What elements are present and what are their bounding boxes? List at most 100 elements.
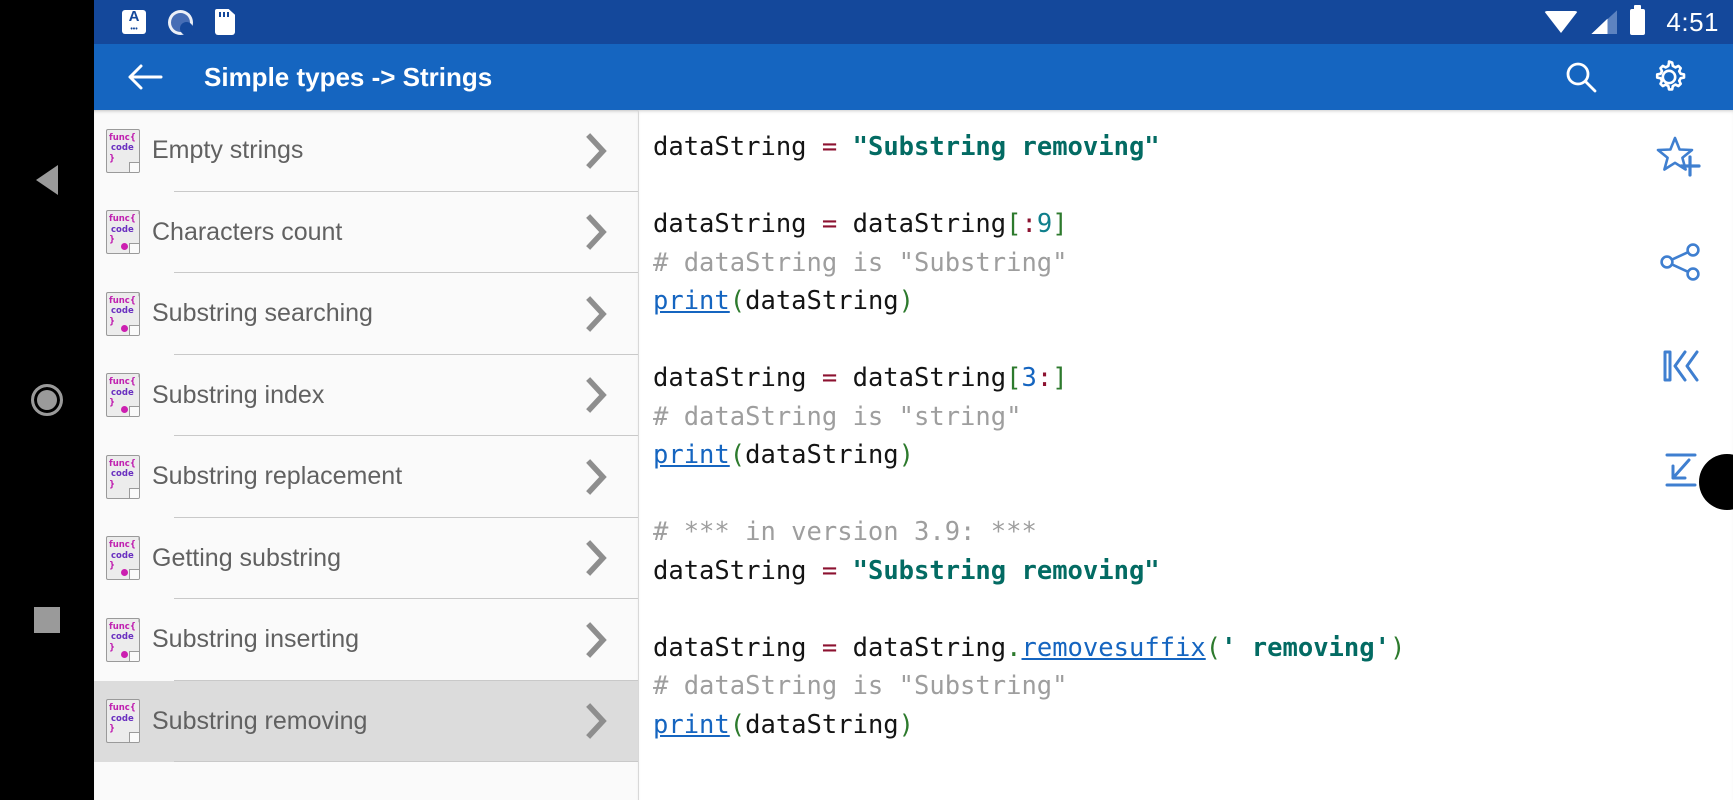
wifi-icon bbox=[1544, 11, 1579, 33]
code-token: : bbox=[1021, 209, 1037, 239]
list-item[interactable]: func{code} Substring inserting bbox=[94, 599, 638, 681]
chevron-right-icon bbox=[584, 701, 610, 741]
list-item[interactable]: func{code}Empty strings bbox=[94, 110, 638, 192]
list-item[interactable]: func{code}Getting substring bbox=[94, 518, 638, 599]
list-item-label: Substring replacement bbox=[152, 462, 403, 491]
app-bar-actions bbox=[1561, 57, 1711, 97]
list-item-label: Substring inserting bbox=[152, 625, 360, 654]
premium-dot-icon bbox=[121, 650, 128, 658]
settings-button[interactable] bbox=[1649, 57, 1689, 97]
premium-dot-icon bbox=[121, 569, 128, 577]
list-item-label: Substring searching bbox=[152, 299, 373, 328]
code-token: = bbox=[821, 632, 838, 663]
list-item-label: Getting substring bbox=[152, 543, 341, 572]
code-token: "Substring removing" bbox=[852, 132, 1160, 162]
back-arrow-button[interactable] bbox=[116, 48, 174, 106]
app-bar: Simple types -> Strings bbox=[94, 44, 1733, 110]
code-token: : bbox=[1036, 363, 1053, 393]
status-bar: A 4:51 bbox=[94, 0, 1733, 44]
scroll-to-bottom-icon bbox=[1665, 453, 1697, 487]
gear-icon bbox=[1655, 60, 1686, 91]
page-title: Simple types -> Strings bbox=[204, 61, 493, 92]
code-snippet-icon: func{code} bbox=[106, 454, 140, 499]
sync-icon bbox=[168, 9, 193, 35]
status-bar-clock: 4:51 bbox=[1666, 6, 1719, 37]
chevron-right-icon bbox=[584, 457, 610, 497]
code-token: ) bbox=[898, 709, 915, 740]
code-token: ) bbox=[1389, 632, 1406, 663]
code-token: ) bbox=[898, 440, 915, 470]
chevron-right-icon bbox=[584, 294, 610, 334]
code-block: dataString = "Substring removing" dataSt… bbox=[653, 132, 1406, 740]
list-divider bbox=[174, 598, 638, 599]
code-token: . bbox=[1006, 632, 1022, 663]
premium-dot-icon bbox=[121, 406, 128, 414]
code-token: # dataString is "Substring" bbox=[653, 671, 1068, 701]
chevron-right-icon bbox=[584, 212, 610, 252]
nav-home-button[interactable] bbox=[0, 380, 94, 420]
search-button[interactable] bbox=[1561, 57, 1601, 97]
code-token[interactable]: print bbox=[653, 709, 730, 740]
list-item-label: Substring removing bbox=[152, 706, 368, 735]
code-snippet-icon: func{code} bbox=[106, 617, 140, 662]
list-item[interactable]: func{code}Substring index bbox=[94, 355, 638, 436]
list-item[interactable]: func{code} Substring replacement bbox=[94, 436, 638, 518]
code-token: ( bbox=[729, 709, 746, 740]
phone-screen: A 4:51 Simple types -> Strings bbox=[94, 0, 1733, 800]
code-token: ' removing' bbox=[1221, 632, 1390, 663]
sd-card-icon bbox=[215, 9, 235, 35]
premium-dot-icon bbox=[121, 243, 128, 251]
share-button[interactable] bbox=[1655, 236, 1707, 288]
code-token: # dataString is "Substring" bbox=[653, 247, 1068, 278]
list-divider bbox=[174, 353, 638, 355]
nav-back-button[interactable] bbox=[0, 160, 94, 200]
code-token: ) bbox=[898, 286, 915, 316]
code-token: ( bbox=[1205, 632, 1222, 663]
code-token: ( bbox=[729, 286, 746, 316]
add-favorite-button[interactable] bbox=[1655, 132, 1707, 184]
lock-icon bbox=[138, 211, 139, 215]
back-triangle-icon bbox=[36, 165, 58, 195]
code-token: ] bbox=[1052, 363, 1068, 393]
code-token: 3 bbox=[1021, 363, 1037, 393]
status-bar-left-icons: A bbox=[122, 9, 235, 35]
code-view-pane[interactable]: dataString = "Substring removing" dataSt… bbox=[639, 110, 1733, 800]
back-arrow-icon bbox=[128, 64, 163, 90]
code-token: [ bbox=[1006, 363, 1022, 393]
list-divider bbox=[174, 679, 638, 681]
code-token: [ bbox=[1006, 209, 1022, 239]
scroll-to-bottom-button[interactable] bbox=[1655, 444, 1707, 496]
code-token: # dataString is "string" bbox=[653, 401, 1022, 432]
code-token[interactable]: print bbox=[653, 286, 730, 316]
add-favorite-star-icon bbox=[1656, 136, 1701, 177]
list-divider bbox=[174, 516, 638, 518]
code-token: "Substring removing" bbox=[852, 555, 1160, 586]
list-divider bbox=[174, 761, 638, 762]
chevron-right-icon bbox=[584, 538, 610, 578]
nav-recents-button[interactable] bbox=[0, 600, 94, 640]
list-item[interactable]: func{code} Substring searching bbox=[94, 273, 638, 355]
code-token[interactable]: removesuffix bbox=[1021, 632, 1206, 663]
code-token[interactable]: print bbox=[653, 440, 730, 470]
recents-square-icon bbox=[34, 607, 60, 633]
code-token: # *** in version 3.9: *** bbox=[653, 517, 1037, 547]
list-item[interactable]: func{code}Substring removing bbox=[94, 680, 638, 762]
list-item[interactable]: func{code}Characters count bbox=[94, 192, 638, 273]
list-divider bbox=[174, 190, 638, 192]
premium-dot-icon bbox=[121, 324, 128, 332]
chevron-right-icon bbox=[584, 375, 610, 415]
status-bar-right-icons: 4:51 bbox=[1544, 5, 1719, 38]
lock-icon bbox=[138, 537, 139, 541]
chevron-right-icon bbox=[584, 620, 610, 660]
code-token: = bbox=[821, 132, 838, 162]
code-snippet-icon: func{code} bbox=[106, 210, 140, 255]
list-item-label: Substring index bbox=[152, 380, 325, 409]
skip-to-start-button[interactable] bbox=[1655, 340, 1707, 392]
lock-icon bbox=[138, 618, 139, 623]
skip-to-start-icon bbox=[1663, 350, 1699, 382]
code-snippet-icon: func{code} bbox=[106, 291, 140, 336]
share-icon bbox=[1660, 243, 1700, 281]
